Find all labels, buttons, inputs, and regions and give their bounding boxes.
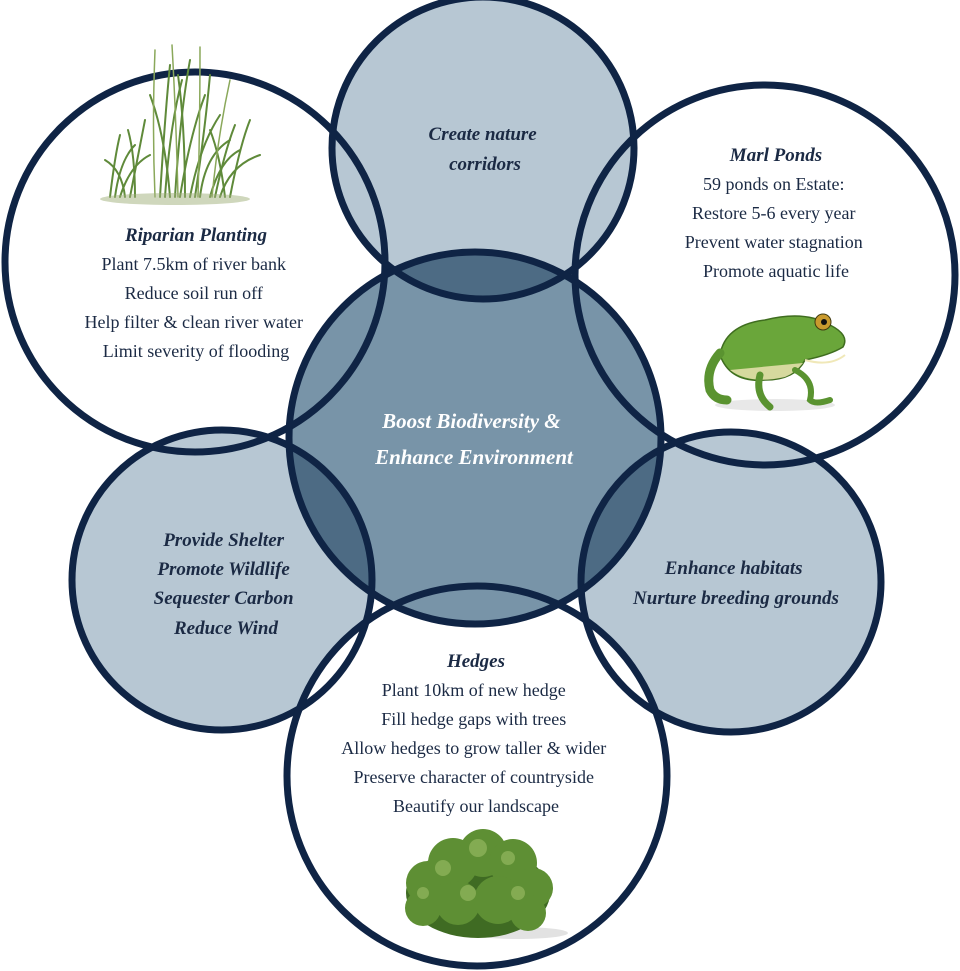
- corridors-circle: [332, 0, 634, 299]
- svg-text:Create nature corridors: Create nature corridors: [429, 124, 542, 175]
- svg-text:59 ponds on Estate: Restor: 59 ponds on Estate: Restore 5-6 every ye…: [685, 174, 867, 281]
- svg-text:Plant 10km of new hedge Fi: Plant 10km of new hedge Fill hedge gaps …: [341, 680, 610, 816]
- riparian-item: Reduce soil run off: [125, 283, 263, 303]
- habitats-item: Enhance habitats: [664, 558, 803, 579]
- riparian-item: Help filter & clean river water: [85, 312, 303, 332]
- hedges-item: Fill hedge gaps with trees: [381, 709, 566, 729]
- shelter-item: Reduce Wind: [173, 618, 278, 639]
- riparian-circle: [5, 72, 385, 452]
- frog-icon: [704, 313, 846, 411]
- hedges-item: Plant 10km of new hedge: [382, 680, 566, 700]
- center-line-2: Enhance Environment: [374, 445, 574, 469]
- habitats-circle: [581, 432, 881, 732]
- center-circle: [289, 252, 661, 624]
- riparian-item: Plant 7.5km of river bank: [102, 254, 286, 274]
- shelter-circle: [72, 430, 372, 730]
- marl-circle: [575, 85, 955, 465]
- corridors-line-1: Create nature: [429, 124, 538, 145]
- marl-item: Promote aquatic life: [703, 261, 849, 281]
- svg-text:Plant 7.5km of river bank: Plant 7.5km of river bank Reduce soil ru…: [85, 254, 308, 361]
- shelter-item: Sequester Carbon: [154, 588, 294, 609]
- center-line-1: Boost Biodiversity &: [381, 409, 561, 433]
- hedges-item: Allow hedges to grow taller & wider: [341, 738, 606, 758]
- grass-icon: [100, 44, 261, 205]
- marl-item: Prevent water stagnation: [685, 232, 863, 252]
- hedges-title: Hedges: [446, 651, 505, 672]
- svg-text:Boost Biodiversity & Enhan: Boost Biodiversity & Enhance Environment: [374, 409, 574, 469]
- habitats-item: Nurture breeding grounds: [632, 588, 839, 609]
- svg-text:Provide Shelter Promote Wi: Provide Shelter Promote Wildlife Sequest…: [154, 530, 299, 639]
- riparian-title: Riparian Planting: [124, 225, 267, 246]
- hedges-item: Preserve character of countryside: [354, 767, 594, 787]
- shelter-item: Provide Shelter: [162, 530, 284, 551]
- hedges-circle: [287, 586, 667, 966]
- shelter-item: Promote Wildlife: [156, 559, 290, 580]
- svg-text:Enhance habitats Nurture b: Enhance habitats Nurture breeding ground…: [632, 558, 839, 609]
- marl-title: Marl Ponds: [729, 145, 822, 166]
- hedges-item: Beautify our landscape: [393, 796, 559, 816]
- marl-item: 59 ponds on Estate:: [703, 174, 845, 194]
- marl-item: Restore 5-6 every year: [692, 203, 855, 223]
- corridors-line-2: corridors: [449, 154, 521, 175]
- riparian-item: Limit severity of flooding: [103, 341, 289, 361]
- hedge-bush-icon: [405, 829, 568, 939]
